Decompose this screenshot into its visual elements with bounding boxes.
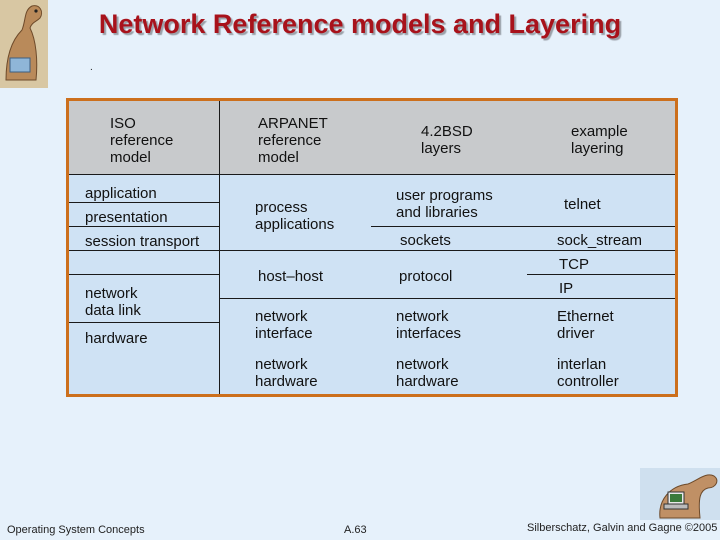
dinosaur-logo-icon xyxy=(0,0,48,88)
header-iso: ISO reference model xyxy=(110,115,174,166)
bsd-layer-user-programs: user programs and libraries xyxy=(396,187,493,221)
iso-layer-session-transport: session transport xyxy=(85,233,200,250)
table-header-band xyxy=(69,101,675,174)
example-layer-ip: IP xyxy=(559,280,574,297)
layering-table: ISO reference model ARPANET reference mo… xyxy=(66,98,678,397)
stack-row-divider xyxy=(371,226,675,227)
footer-course: Operating System Concepts xyxy=(7,524,145,536)
bsd-layer-sockets: sockets xyxy=(400,232,451,249)
iso-layer-presentation: presentation xyxy=(85,209,168,226)
bsd-layer-protocol: protocol xyxy=(399,268,453,285)
bsd-layer-network-hardware: network hardware xyxy=(396,356,459,390)
arpanet-layer-network-interface: network interface xyxy=(255,308,313,342)
slide-title: Network Reference models and Layering xyxy=(98,9,622,39)
stray-dot: . xyxy=(90,62,93,73)
iso-layer-hardware: hardware xyxy=(85,330,148,347)
example-layer-tcp: TCP xyxy=(559,256,589,273)
iso-row-divider xyxy=(69,250,219,251)
header-arpanet: ARPANET reference model xyxy=(258,115,328,166)
arpanet-layer-host-host: host–host xyxy=(258,268,324,285)
iso-layer-application: application xyxy=(85,185,157,202)
dinosaur-computer-icon xyxy=(640,468,720,520)
iso-row-divider xyxy=(69,226,219,227)
header-bsd: 4.2BSD layers xyxy=(421,123,473,157)
example-layer-interlan-controller: interlan controller xyxy=(557,356,619,390)
footer-page-number: A.63 xyxy=(344,524,367,536)
arpanet-layer-process: process applications xyxy=(255,199,335,233)
example-layer-ethernet-driver: Ethernet driver xyxy=(557,308,614,342)
bsd-layer-network-interfaces: network interfaces xyxy=(396,308,462,342)
stack-row-divider xyxy=(220,250,675,251)
iso-row-divider xyxy=(69,322,219,323)
example-layer-telnet: telnet xyxy=(564,196,601,213)
iso-row-divider xyxy=(69,274,219,275)
example-layer-sock-stream: sock_stream xyxy=(557,232,643,249)
footer-copyright: Silberschatz, Galvin and Gagne ©2005 xyxy=(527,522,718,534)
iso-layer-network-datalink: network data link xyxy=(85,285,141,319)
iso-row-divider xyxy=(69,202,219,203)
stack-row-divider xyxy=(220,298,675,299)
arpanet-layer-network-hardware: network hardware xyxy=(255,356,318,390)
stack-row-divider xyxy=(527,274,675,275)
column-divider xyxy=(219,101,220,394)
header-example: example layering xyxy=(571,123,628,157)
header-divider xyxy=(69,174,675,175)
